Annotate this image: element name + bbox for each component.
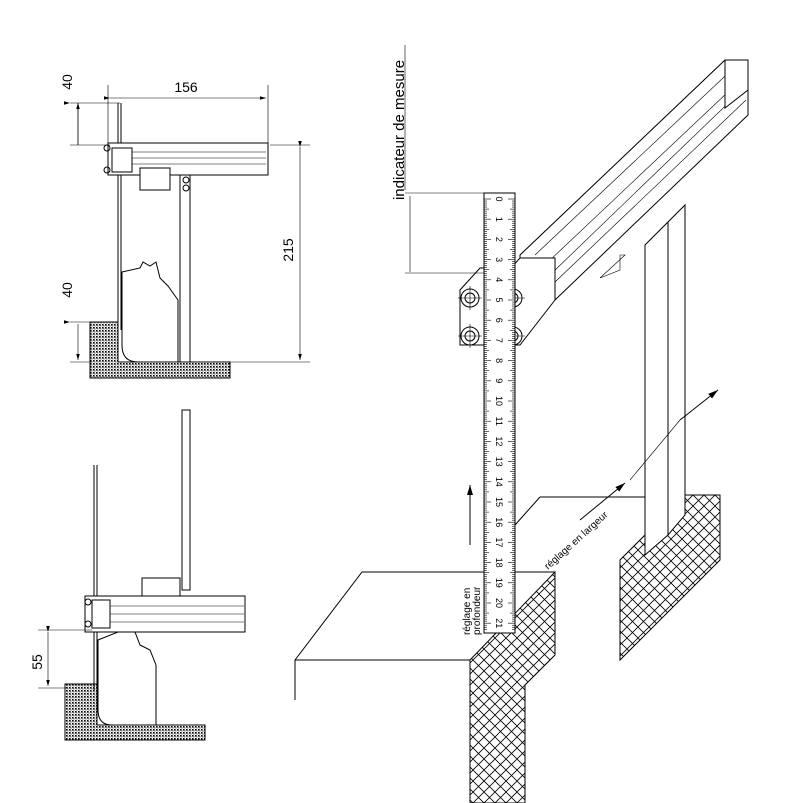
ruler-number: 13 xyxy=(494,457,504,467)
beam xyxy=(107,142,269,176)
dim-156: 156 xyxy=(174,79,198,95)
ruler-number: 1 xyxy=(494,217,504,222)
ruler-number: 10 xyxy=(494,396,504,406)
width-arrow xyxy=(579,482,626,521)
ruler-number: 11 xyxy=(494,417,504,426)
dim-215: 215 xyxy=(280,238,296,262)
ruler-number: 20 xyxy=(494,598,504,608)
window-profile xyxy=(97,631,157,726)
ruler-number: 0 xyxy=(494,196,504,201)
side-view-top: 40 156 215 40 xyxy=(59,74,310,379)
post xyxy=(179,174,191,363)
dim-40-lower: 40 xyxy=(59,282,75,298)
dim-55: 55 xyxy=(29,654,45,670)
ruler-number: 12 xyxy=(494,436,504,446)
ruler-number: 14 xyxy=(494,477,504,487)
ruler-number: 19 xyxy=(494,578,504,588)
ruler-number: 4 xyxy=(494,277,504,282)
width-label: réglage en largeur xyxy=(543,509,611,572)
window-profile xyxy=(121,261,179,363)
ruler-number: 9 xyxy=(494,378,504,383)
leg xyxy=(644,220,669,557)
ruler-number: 21 xyxy=(494,618,504,628)
ruler-number: 5 xyxy=(494,297,504,302)
ruler-number: 18 xyxy=(494,558,504,568)
dim-40-upper: 40 xyxy=(59,74,75,90)
ruler-number: 2 xyxy=(494,237,504,242)
measure-indicator-label: indicateur de mesure xyxy=(391,60,408,200)
ruler-number: 16 xyxy=(494,517,504,527)
ruler-number: 3 xyxy=(494,257,504,262)
indicator-dimension xyxy=(405,192,484,274)
depth-label-line2: profondeur xyxy=(472,586,483,635)
ruler-number: 15 xyxy=(494,497,504,507)
wall-hatch xyxy=(469,570,556,803)
post xyxy=(181,409,191,591)
ruler-number: 6 xyxy=(494,318,504,323)
depth-label-line1: réglage en xyxy=(462,588,473,635)
side-view-bottom: 55 xyxy=(29,409,246,741)
ruler-number: 8 xyxy=(494,358,504,363)
ruler-number: 7 xyxy=(494,338,504,343)
ruler-number: 17 xyxy=(494,537,504,547)
